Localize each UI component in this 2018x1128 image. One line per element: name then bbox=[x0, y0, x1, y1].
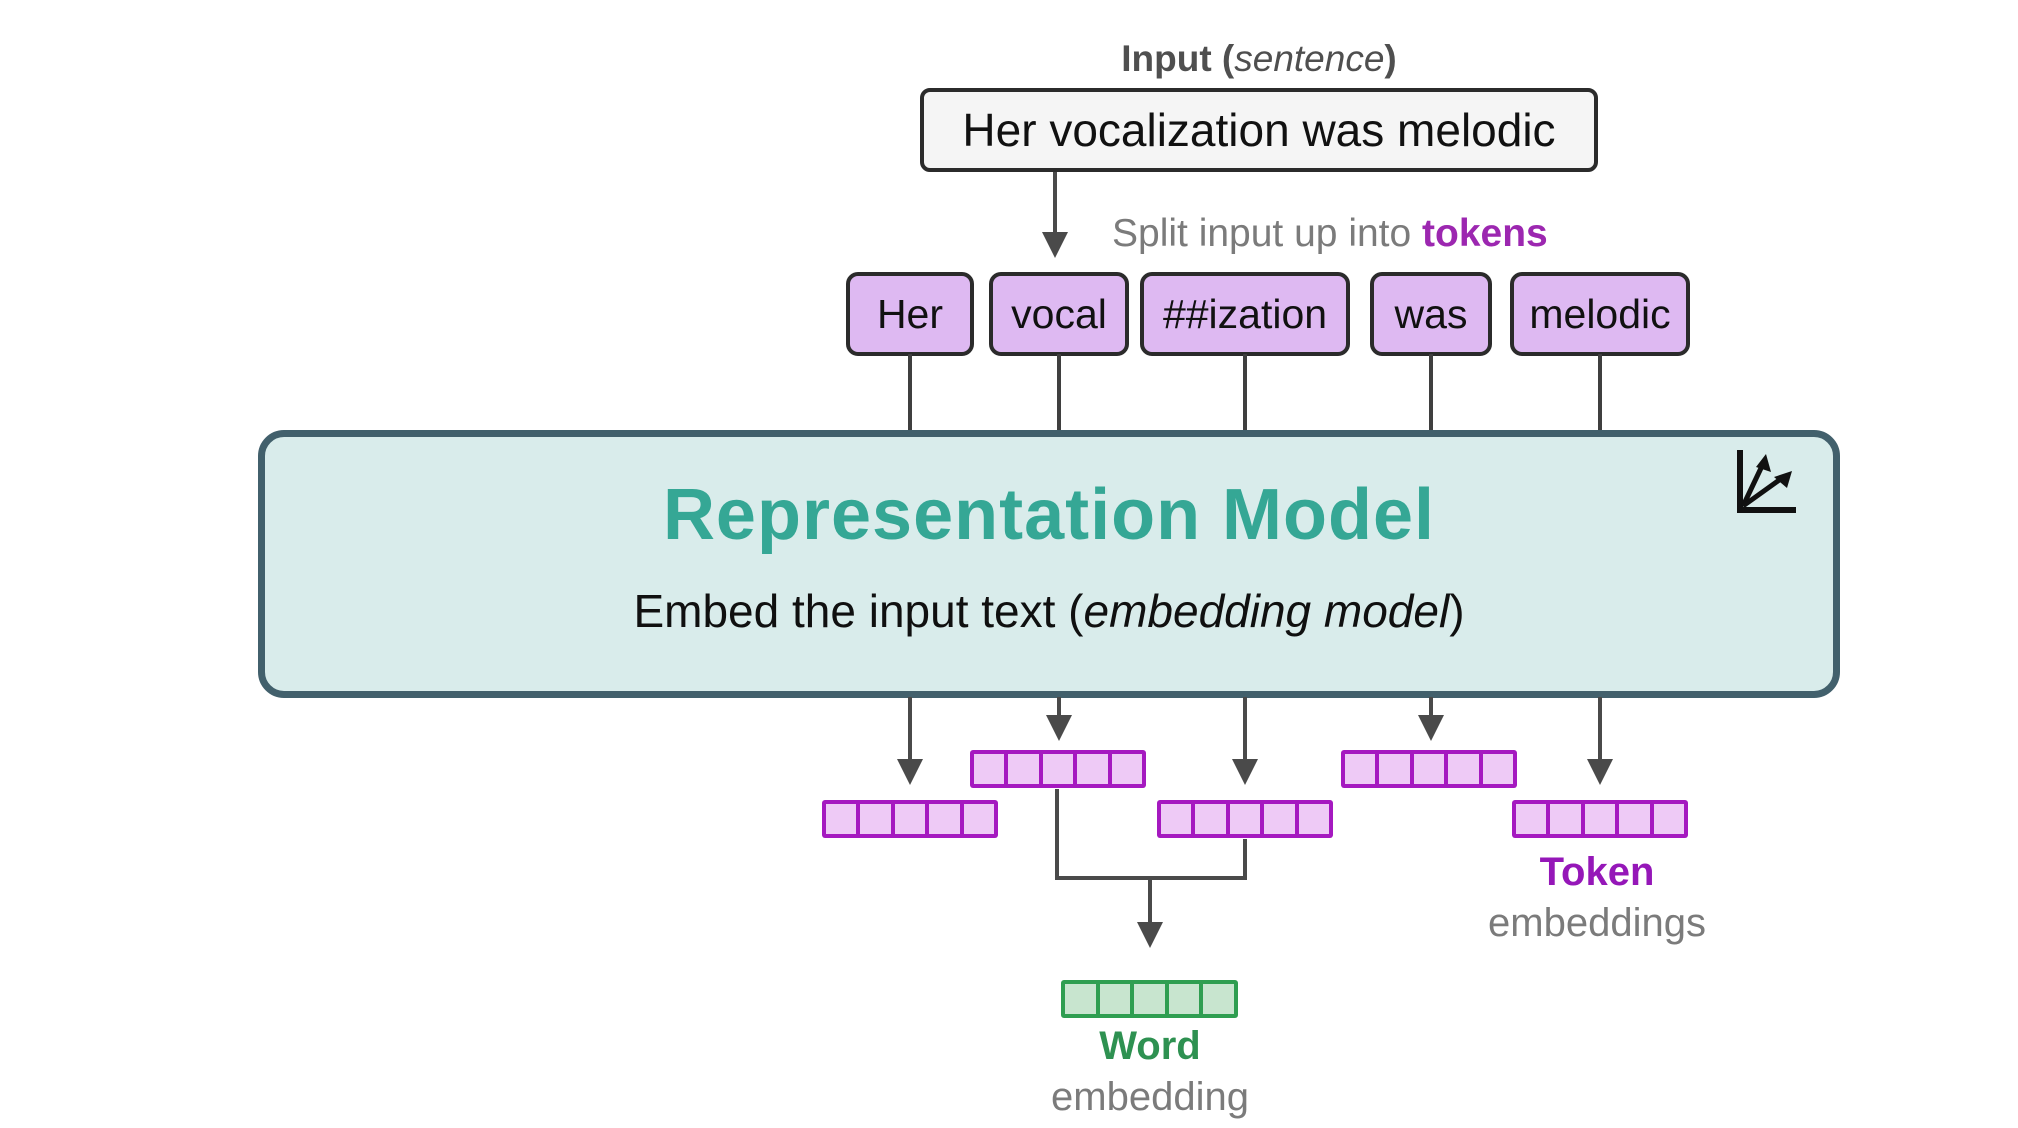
embedding-cell bbox=[1134, 984, 1165, 1014]
output-arrow-stem bbox=[1598, 697, 1602, 759]
output-arrow-head bbox=[1418, 715, 1444, 741]
embedding-cell bbox=[1584, 804, 1616, 834]
embedding-cell bbox=[1099, 984, 1131, 1014]
token-connector-line bbox=[1429, 354, 1433, 432]
token-text: Her bbox=[876, 290, 944, 337]
token-connector-line bbox=[908, 354, 912, 432]
token-embedding-vector-her bbox=[822, 800, 998, 838]
token-embedding-vector-vocal bbox=[970, 750, 1146, 788]
token-text: melodic bbox=[1529, 290, 1671, 337]
merge-arrow-head bbox=[1137, 922, 1163, 948]
word-embedding-caption-rest: embedding bbox=[1051, 1075, 1249, 1119]
input-label-suffix: ) bbox=[1384, 38, 1397, 79]
output-arrow-head bbox=[897, 759, 923, 785]
token-text: was bbox=[1394, 290, 1468, 337]
embedding-cell bbox=[1379, 754, 1410, 784]
representation-model-box bbox=[258, 430, 1840, 698]
embedding-cell bbox=[894, 804, 926, 834]
embedding-cell bbox=[963, 804, 995, 834]
embedding-cell bbox=[1298, 804, 1330, 834]
input-sentence-box: Her vocalization was melodic bbox=[920, 88, 1598, 172]
embedding-cell bbox=[860, 804, 891, 834]
merge-arrow-stem bbox=[1148, 880, 1152, 922]
split-label-prefix: Split input up into bbox=[1112, 212, 1423, 255]
token-box-ization: ##ization bbox=[1140, 272, 1350, 356]
embedding-cell bbox=[1550, 804, 1581, 834]
output-arrow-head bbox=[1046, 715, 1072, 741]
token-box-was: was bbox=[1370, 272, 1492, 356]
token-embeddings-caption-rest: embeddings bbox=[1488, 901, 1706, 945]
embedding-cell bbox=[1168, 984, 1200, 1014]
embedding-cell bbox=[1008, 754, 1039, 784]
embedding-cell bbox=[1161, 804, 1192, 834]
output-arrow-head bbox=[1232, 759, 1258, 785]
input-arrow-head bbox=[1042, 232, 1068, 258]
token-embedding-vector-melodic bbox=[1512, 800, 1688, 838]
model-subtitle-suffix: ) bbox=[1449, 585, 1465, 637]
embedding-cell bbox=[826, 804, 857, 834]
word-embedding-caption-bold: Word bbox=[1099, 1024, 1201, 1068]
embedding-cell bbox=[1195, 804, 1226, 834]
token-embedding-vector-was bbox=[1341, 750, 1517, 788]
output-arrow-head bbox=[1587, 759, 1613, 785]
embedding-cell bbox=[1345, 754, 1376, 784]
token-text: ##ization bbox=[1162, 290, 1328, 337]
embedding-cell bbox=[1203, 984, 1234, 1014]
model-subtitle: Embed the input text (embedding model) bbox=[258, 584, 1840, 638]
token-embeddings-caption-bold: Token bbox=[1539, 850, 1655, 894]
token-embedding-vector-ization bbox=[1157, 800, 1333, 838]
output-arrow-stem bbox=[1057, 697, 1061, 715]
embedding-cell bbox=[1077, 754, 1108, 784]
embedding-cell bbox=[1111, 754, 1143, 784]
token-text: vocal bbox=[1011, 290, 1107, 337]
embedding-cell bbox=[974, 754, 1005, 784]
embedding-cell bbox=[1413, 754, 1445, 784]
word-embedding-caption: Word embedding bbox=[1000, 1024, 1300, 1120]
embedding-cell bbox=[1653, 804, 1685, 834]
token-connector-line bbox=[1057, 354, 1061, 432]
word-embedding-vector bbox=[1061, 980, 1238, 1018]
token-connector-line bbox=[1598, 354, 1602, 432]
token-connector-line bbox=[1243, 354, 1247, 432]
merge-bracket-right bbox=[1243, 839, 1247, 880]
split-into-tokens-label: Split input up into tokens bbox=[1112, 212, 1548, 256]
token-box-melodic: melodic bbox=[1510, 272, 1690, 356]
output-arrow-stem bbox=[1429, 697, 1433, 715]
embedding-cell bbox=[1042, 754, 1074, 784]
embedding-cell bbox=[1482, 754, 1514, 784]
model-subtitle-prefix: Embed the input text ( bbox=[633, 585, 1084, 637]
embedding-cell bbox=[929, 804, 960, 834]
token-embeddings-caption: Token embeddings bbox=[1437, 850, 1757, 946]
merge-bracket-left bbox=[1055, 789, 1059, 880]
merge-bracket-bottom bbox=[1055, 876, 1247, 880]
input-sentence-text: Her vocalization was melodic bbox=[962, 104, 1556, 156]
model-subtitle-italic: embedding model bbox=[1083, 585, 1450, 637]
vector-space-axes-icon bbox=[1737, 450, 1796, 513]
token-box-her: Her bbox=[846, 272, 974, 356]
embedding-cell bbox=[1448, 754, 1479, 784]
output-arrow-stem bbox=[908, 697, 912, 759]
embedding-cell bbox=[1229, 804, 1261, 834]
split-label-tokens: tokens bbox=[1422, 212, 1548, 255]
token-box-vocal: vocal bbox=[989, 272, 1129, 356]
output-arrow-stem bbox=[1243, 697, 1247, 759]
input-arrow-stem bbox=[1053, 172, 1057, 232]
embedding-cell bbox=[1264, 804, 1295, 834]
embedding-cell bbox=[1516, 804, 1547, 834]
embedding-cell bbox=[1065, 984, 1096, 1014]
input-label: Input (sentence) bbox=[959, 38, 1559, 80]
model-title: Representation Model bbox=[662, 475, 1436, 555]
input-label-prefix: Input ( bbox=[1121, 38, 1235, 79]
input-label-word: sentence bbox=[1234, 38, 1385, 79]
embedding-cell bbox=[1619, 804, 1650, 834]
